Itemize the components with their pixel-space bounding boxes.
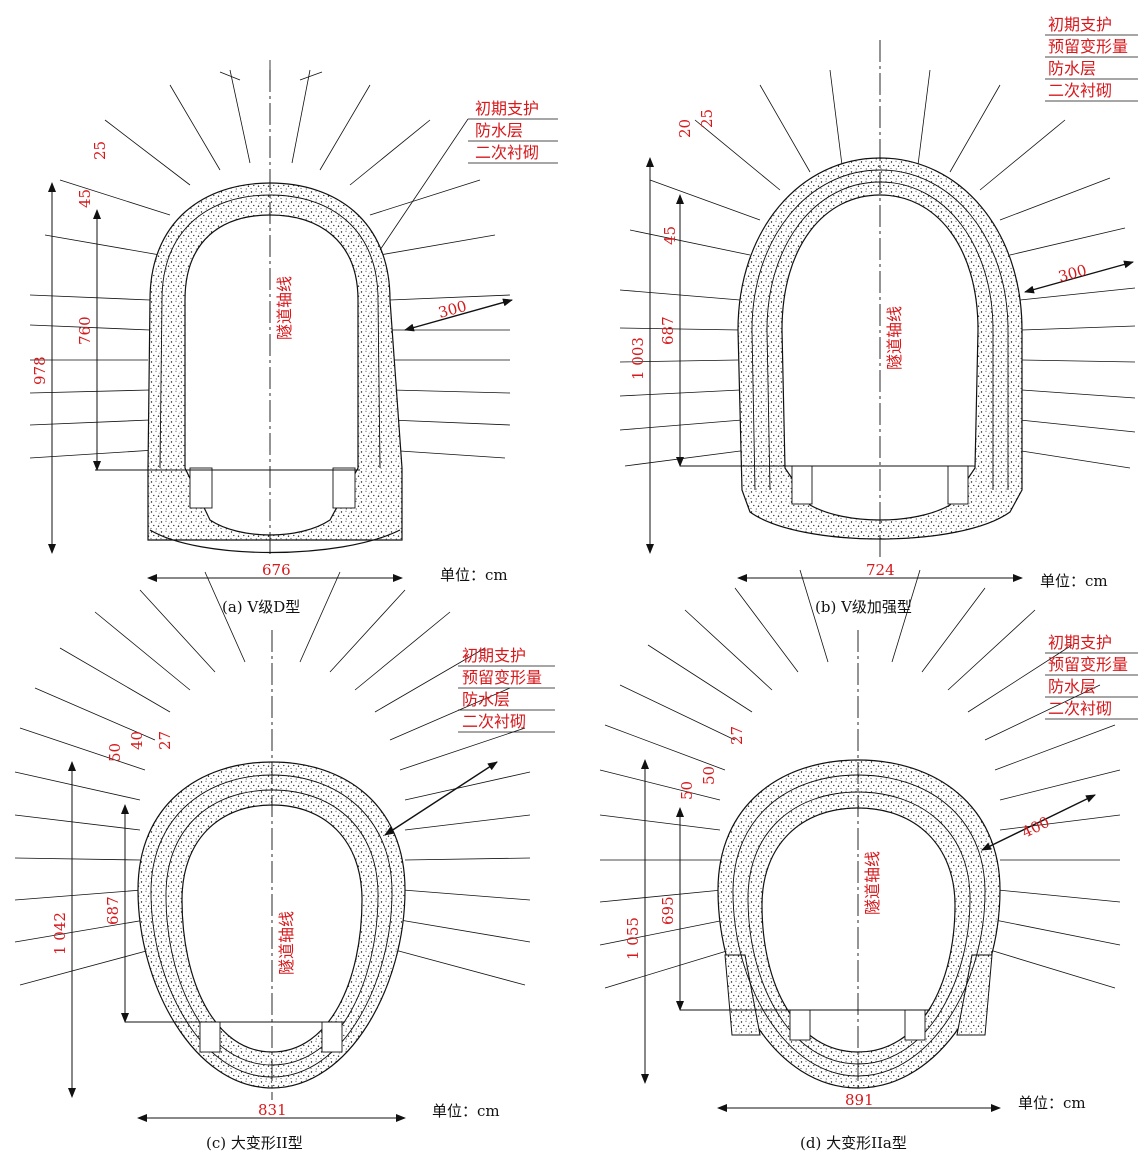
lining-ring [147, 182, 403, 541]
dim-width: 891 [845, 1091, 874, 1109]
inner-layer-line [751, 169, 1009, 491]
layer-label-2: 预留变形量 [462, 668, 542, 687]
dim-t1: 45 [76, 189, 94, 208]
axis-label: 隧道轴线 [275, 276, 294, 340]
side-wall-base [724, 954, 993, 1036]
panel-a: 隧道轴线 978 760 676 45 25 300 初期支护 防水层 二次衬砌… [29, 60, 558, 616]
rock-bolts [599, 569, 1121, 989]
dim-t2: 50 [700, 766, 718, 785]
invert-outline [149, 529, 401, 554]
dim-inner-height: 687 [659, 316, 677, 345]
dim-inner-height: 760 [76, 316, 94, 345]
dim-total-height: 1 042 [51, 912, 69, 955]
lining-ring [717, 759, 1001, 1089]
layer-label-3: 防水层 [462, 690, 510, 709]
layer-label-4: 二次衬砌 [1048, 699, 1112, 718]
rock-bolt-dim-line [981, 794, 1096, 851]
dim-width: 676 [262, 561, 291, 579]
panel-caption: (d) 大变形IIa型 [800, 1134, 907, 1152]
panel-d: 隧道轴线 1 055 695 891 50 50 27 400 初期支护 预留变… [599, 569, 1138, 1152]
panel-c: 隧道轴线 1 042 687 831 50 40 27 初期支护 预留变形量 防… [14, 571, 555, 1152]
dim-t2: 20 [676, 119, 694, 138]
dim-inner-height: 695 [659, 896, 677, 925]
layer-label-1: 初期支护 [475, 99, 539, 118]
dim-t3: 27 [728, 726, 746, 745]
panel-caption: (a) V级D型 [222, 598, 300, 616]
rock-bolt-length: 400 [1019, 813, 1053, 842]
layer-label-2: 预留变形量 [1048, 655, 1128, 674]
rock-bolt-dim-line [384, 761, 498, 836]
dim-t1: 45 [661, 226, 679, 245]
axis-label: 隧道轴线 [863, 851, 882, 915]
layer-legend: 初期支护 预留变形量 防水层 二次衬砌 [1045, 15, 1138, 102]
rock-bolt-length: 300 [436, 297, 468, 322]
axis-label: 隧道轴线 [885, 306, 904, 370]
layer-legend: 初期支护 预留变形量 防水层 二次衬砌 [458, 646, 555, 733]
rock-bolts [29, 60, 511, 459]
track-left-drain [791, 465, 813, 505]
dim-t3: 27 [156, 731, 174, 750]
lining-ring [137, 761, 406, 1089]
layer-label-2: 防水层 [475, 121, 523, 140]
dim-t2: 40 [128, 731, 146, 750]
unit-label: 单位：cm [1018, 1094, 1086, 1112]
layer-label-3: 二次衬砌 [475, 143, 539, 162]
panel-caption: (b) V级加强型 [815, 598, 912, 616]
dim-t3: 25 [698, 109, 716, 128]
track-right-drain [904, 1009, 926, 1041]
unit-label: 单位：cm [1040, 572, 1108, 590]
track-left-drain [189, 467, 213, 509]
layer-label-3: 防水层 [1048, 677, 1096, 696]
dim-width: 724 [866, 561, 895, 579]
dim-t1: 50 [106, 743, 124, 762]
layer-label-1: 初期支护 [462, 646, 526, 665]
layer-label-1: 初期支护 [1048, 633, 1112, 652]
layer-label-4: 二次衬砌 [462, 712, 526, 731]
track-left-drain [199, 1021, 221, 1053]
track-left-drain [789, 1009, 811, 1041]
track-right-drain [947, 465, 969, 505]
rock-bolt-dim-line [1024, 260, 1134, 294]
dim-total-height: 1 003 [629, 337, 647, 380]
track-right-drain [321, 1021, 343, 1053]
rock-bolt-dim-line [404, 298, 513, 332]
track-right-drain [332, 467, 356, 509]
rock-bolt-length: 300 [1056, 261, 1088, 286]
dim-t1: 50 [678, 781, 696, 800]
layer-legend: 初期支护 防水层 二次衬砌 [379, 99, 558, 251]
layer-label-3: 防水层 [1048, 59, 1096, 78]
layer-label-1: 初期支护 [1048, 15, 1112, 34]
layer-label-2: 预留变形量 [1048, 37, 1128, 56]
dim-total-height: 978 [31, 356, 49, 385]
unit-label: 单位：cm [440, 566, 508, 584]
panel-b: 隧道轴线 1 003 687 724 45 20 25 300 初期支护 预留变… [619, 15, 1138, 616]
panel-caption: (c) 大变形II型 [206, 1134, 303, 1152]
axis-label: 隧道轴线 [277, 911, 296, 975]
layer-legend: 初期支护 预留变形量 防水层 二次衬砌 [1045, 633, 1138, 720]
lining-ring [737, 157, 1023, 540]
unit-label: 单位：cm [432, 1102, 500, 1120]
dim-width: 831 [258, 1101, 287, 1119]
layer-label-4: 二次衬砌 [1048, 81, 1112, 100]
dim-t2: 25 [91, 141, 109, 160]
dim-inner-height: 687 [104, 896, 122, 925]
dim-total-height: 1 055 [624, 917, 642, 960]
